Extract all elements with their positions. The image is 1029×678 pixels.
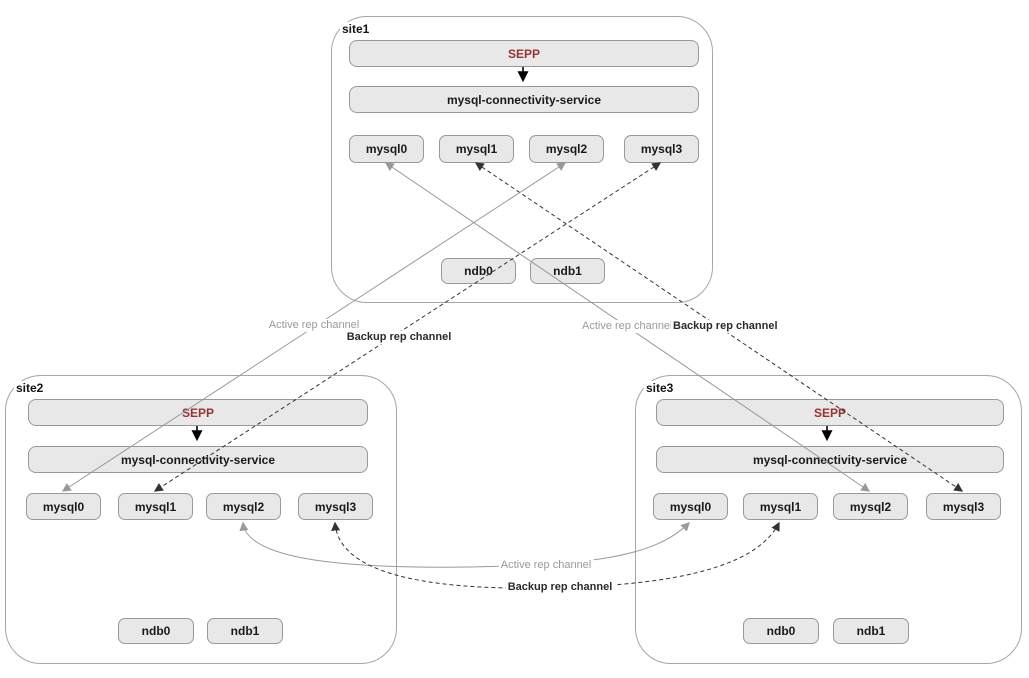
- site1-container: site1 SEPP mysql-connectivity-service my…: [331, 16, 713, 303]
- site2-container: site2 SEPP mysql-connectivity-service my…: [5, 375, 397, 664]
- site1-mysql0-node: mysql0: [349, 135, 424, 163]
- backup-rep-channel-label-left: Backup rep channel: [344, 331, 454, 344]
- site1-mysql1-node: mysql1: [439, 135, 514, 163]
- site2-sepp-box: SEPP: [28, 399, 368, 426]
- site2-mysql0-node: mysql0: [26, 493, 101, 520]
- backup-rep-channel-label-bottom: Backup rep channel: [505, 581, 615, 594]
- site2-ndb0-node: ndb0: [118, 618, 194, 644]
- site2-label: site2: [14, 381, 46, 395]
- site2-mysql2-node: mysql2: [206, 493, 281, 520]
- active-rep-channel-label-bottom: Active rep channel: [498, 559, 594, 572]
- site3-container: site3 SEPP mysql-connectivity-service my…: [635, 375, 1022, 664]
- site1-ndb0-node: ndb0: [441, 258, 516, 284]
- site2-mysql1-node: mysql1: [118, 493, 193, 520]
- site1-mysql3-node: mysql3: [624, 135, 699, 163]
- site1-label: site1: [340, 22, 372, 36]
- site3-sepp-box: SEPP: [656, 399, 1004, 426]
- site2-mysql3-node: mysql3: [298, 493, 373, 520]
- site3-mysql3-node: mysql3: [926, 493, 1001, 520]
- site1-mysql2-node: mysql2: [529, 135, 604, 163]
- site3-mysql-connectivity-service-box: mysql-connectivity-service: [656, 446, 1004, 473]
- site2-ndb1-node: ndb1: [207, 618, 283, 644]
- site3-label: site3: [644, 381, 676, 395]
- site3-mysql1-node: mysql1: [743, 493, 818, 520]
- site3-mysql2-node: mysql2: [833, 493, 908, 520]
- backup-rep-channel-label-right: Backup rep channel: [671, 320, 780, 333]
- site1-ndb1-node: ndb1: [530, 258, 605, 284]
- site3-ndb0-node: ndb0: [743, 618, 819, 644]
- site3-ndb1-node: ndb1: [833, 618, 909, 644]
- site1-mysql-connectivity-service-box: mysql-connectivity-service: [349, 86, 699, 113]
- site1-sepp-box: SEPP: [349, 40, 699, 67]
- site3-mysql0-node: mysql0: [653, 493, 728, 520]
- site2-mysql-connectivity-service-box: mysql-connectivity-service: [28, 446, 368, 473]
- active-rep-channel-label-right: Active rep channel: [580, 320, 676, 333]
